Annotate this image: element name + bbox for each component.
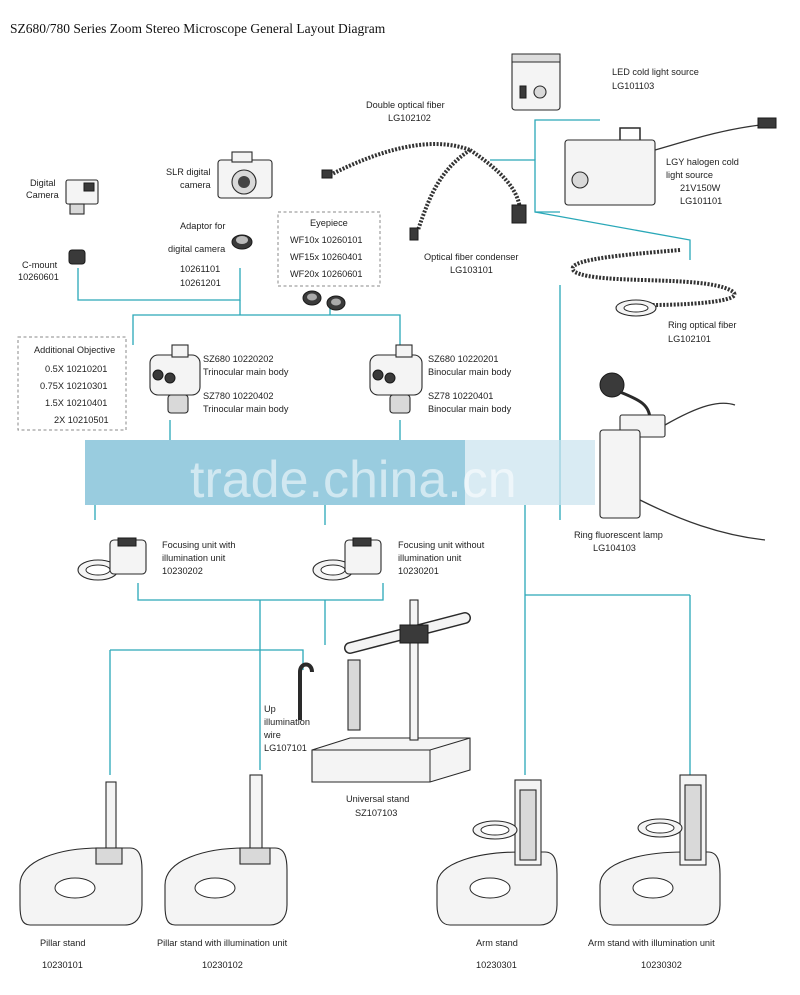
ring-lamp-l1-label: Ring fluorescent lamp [574,530,663,540]
digital-camera: Digital Camera [26,178,99,215]
binocular-body: SZ680 10220201 Binocular main body SZ78 … [369,344,512,414]
digital-camera-l1-label: Digital [30,178,56,188]
eyepiece-box: Eyepiece WF10x 10260101 WF15x 10260401 W… [277,211,381,287]
focusing-unit-illum: Focusing unit with illumination unit 102… [77,537,236,581]
adaptor-l4-label: 10261201 [180,278,221,288]
adaptor: Adaptor for digital camera 10261101 1026… [168,221,253,288]
additional-objective-r2-label: 0.75X 10210301 [40,381,107,391]
halogen-source-l3-label: 21V150W [680,183,721,193]
focus-illum-l1-label: Focusing unit with [162,540,236,550]
up-wire-l1-label: Up [264,704,276,714]
up-wire-l3-label: wire [263,730,281,740]
ring-optical-fiber: Ring optical fiber LG102101 [570,248,737,344]
focus-plain-l2-label: illumination unit [398,553,462,563]
focus-illum-l2-label: illumination unit [162,553,226,563]
additional-objective-r3-label: 1.5X 10210401 [45,398,107,408]
focus-plain-l1-label: Focusing unit without [398,540,485,550]
pillar-stand: Pillar stand 10230101 [19,781,143,970]
binocular-l4-label: Binocular main body [428,404,512,414]
pillar-stand-illum-l1-label: Pillar stand with illumination unit [157,938,288,948]
ring-lamp-l2-label: LG104103 [593,543,636,553]
led-source-l1-label: LED cold light source [612,67,699,77]
slr-camera: SLR digital camera [166,151,273,199]
ring-fiber-l2-label: LG102101 [668,334,711,344]
c-mount: C-mount 10260601 [18,249,86,282]
trinocular-l1-label: SZ680 10220202 [203,354,274,364]
trinocular-l3-label: SZ780 10220402 [203,391,274,401]
eyepiece-r1-label: WF10x 10260101 [290,235,363,245]
arm-stand-illum-l1-label: Arm stand with illumination unit [588,938,715,948]
arm-stand-illum-l2-label: 10230302 [641,960,682,970]
binocular-l3-label: SZ78 10220401 [428,391,493,401]
additional-objective-r4-label: 2X 10210501 [54,415,109,425]
trinocular-l2-label: Trinocular main body [203,367,289,377]
ring-fiber-l1-label: Ring optical fiber [668,320,736,330]
universal-stand-l2-label: SZ107103 [355,808,397,818]
double-optical-fiber: Double optical fiber LG102102 [321,100,527,241]
eyepiece-heading-label: Eyepiece [310,218,348,228]
up-wire-l4-label: LG107101 [264,743,307,753]
condenser-label-2: LG103101 [450,265,493,275]
halogen-source-l1-label: LGY halogen cold [666,157,739,167]
binocular-l1-label: SZ680 10220201 [428,354,499,364]
led-source-l2-label: LG101103 [612,81,654,91]
additional-objective-box: Additional Objective 0.5X 10210201 0.75X… [17,336,127,431]
condenser-label-1: Optical fiber condenser [424,252,518,262]
adaptor-l3-label: 10261101 [180,264,220,274]
focus-plain-l3-label: 10230201 [398,566,439,576]
slr-camera-l2-label: camera [180,180,212,190]
c-mount-l2-label: 10260601 [18,272,59,282]
arm-stand-l1-label: Arm stand [476,938,518,948]
ring-fluorescent-lamp: Ring fluorescent lamp LG104103 [574,372,766,553]
trinocular-l4-label: Trinocular main body [203,404,289,414]
up-wire-l2-label: illumination [264,717,310,727]
eyepiece-r3-label: WF20x 10260601 [290,269,363,279]
trinocular-body: SZ680 10220202 Trinocular main body SZ78… [149,344,289,414]
halogen-light-source: LGY halogen cold light source 21V150W LG… [564,117,777,206]
universal-stand-l1-label: Universal stand [346,794,409,804]
additional-objective-r1-label: 0.5X 10210201 [45,364,107,374]
pillar-stand-l2-label: 10230101 [42,960,83,970]
pillar-stand-l1-label: Pillar stand [40,938,85,948]
universal-stand: Universal stand SZ107103 [311,599,471,818]
eyepiece-r2-label: WF15x 10260401 [290,252,363,262]
halogen-source-l2-label: light source [666,170,713,180]
arm-stand-illum: Arm stand with illumination unit 1023030… [588,774,721,970]
led-light-source: LED cold light source LG101103 [511,53,699,111]
slr-camera-l1-label: SLR digital [166,167,210,177]
digital-camera-l2-label: Camera [26,190,60,200]
double-fiber-l2-label: LG102102 [388,113,431,123]
additional-objective-heading-label: Additional Objective [34,345,115,355]
binocular-l2-label: Binocular main body [428,367,512,377]
diagram-title: SZ680/780 Series Zoom Stereo Microscope … [10,21,386,36]
watermark: trade.china.cn [85,440,595,509]
adaptor-l1-label: Adaptor for [180,221,225,231]
focusing-unit-plain: Focusing unit without illumination unit … [312,537,485,581]
eyepieces [302,290,346,311]
c-mount-l1-label: C-mount [22,260,58,270]
up-illumination-wire: Up illumination wire LG107101 [263,662,314,753]
focus-illum-l3-label: 10230202 [162,566,203,576]
arm-stand: Arm stand 10230301 [436,779,558,970]
adaptor-l2-label: digital camera [168,244,226,254]
arm-stand-l2-label: 10230301 [476,960,517,970]
halogen-source-l4-label: LG101101 [680,196,722,206]
watermark-text: trade.china.cn [190,451,517,509]
pillar-stand-illum: Pillar stand with illumination unit 1023… [157,774,288,970]
double-fiber-l1-label: Double optical fiber [366,100,445,110]
pillar-stand-illum-l2-label: 10230102 [202,960,243,970]
